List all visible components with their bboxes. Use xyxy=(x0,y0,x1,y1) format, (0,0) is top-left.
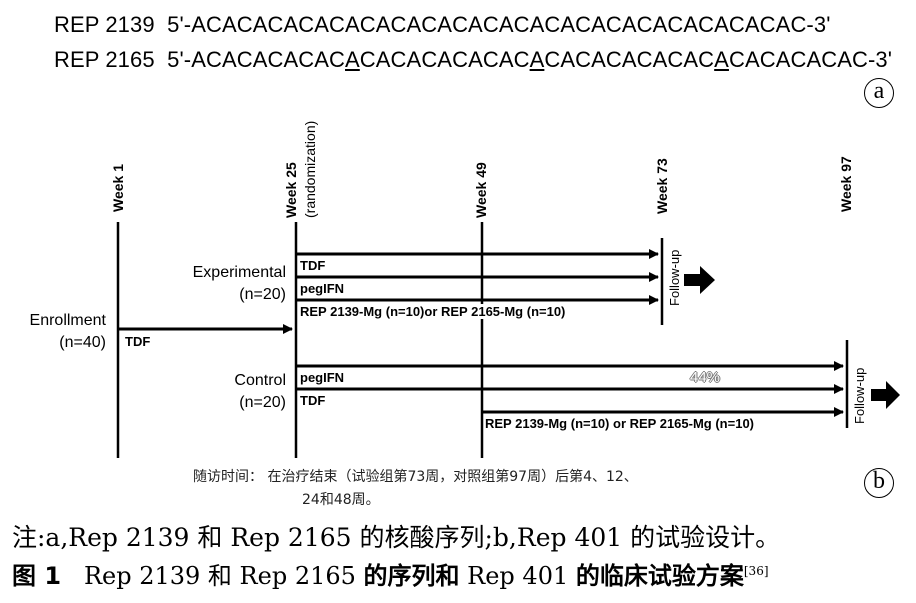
exp-followup-arrow xyxy=(684,266,715,294)
week1-label: Week 1 xyxy=(110,164,126,212)
week25-label: Week 25 xyxy=(283,162,299,218)
week73-label: Week 73 xyxy=(654,158,670,214)
ctl-rep-label: REP 2139-Mg (n=10) or REP 2165-Mg (n=10) xyxy=(484,416,756,431)
ctl-followup-arrow xyxy=(871,381,900,409)
sequence-rep2165: REP 2165 5'-ACACACACACACACACACACACACACAC… xyxy=(54,47,892,73)
experimental-group-label: Experimental(n=20) xyxy=(192,264,286,303)
followup-note-line2: 24和48周。 xyxy=(302,492,380,508)
followup-note-line1: 随访时间： 在治疗结束（试验组第73周，对照组第97周）后第4、12、 xyxy=(193,469,638,485)
ctl-pegifn-label: pegIFN xyxy=(299,370,346,385)
sequence-text: 5'-ACACACACACACACACACACACACACACACACACACA… xyxy=(167,47,893,72)
exp-pegifn-label: pegIFN xyxy=(299,281,346,296)
reference-marker: [36] xyxy=(743,564,769,578)
figure-note: 注:a,Rep 2139 和 Rep 2165 的核酸序列;b,Rep 401 … xyxy=(12,523,781,552)
ctl-followup-label: Follow-up xyxy=(852,367,867,424)
enrollment-tdf-label: TDF xyxy=(124,334,152,349)
week49-label: Week 49 xyxy=(473,162,489,218)
sequence-rep2139: REP 2139 5'-ACACACACACACACACACACACACACAC… xyxy=(54,12,831,38)
sequence-name: REP 2139 xyxy=(54,12,155,37)
figure-label: 图 1 xyxy=(12,562,62,590)
panel-label-b: b xyxy=(864,468,894,498)
week25-sublabel: (randomization) xyxy=(302,120,318,218)
sequence-text: 5'-ACACACACACACACACACACACACACACACACACACA… xyxy=(167,12,831,37)
panel-label-a: a xyxy=(864,78,894,108)
exp-rep-label: REP 2139-Mg (n=10)or REP 2165-Mg (n=10) xyxy=(299,304,567,319)
week97-label: Week 97 xyxy=(838,156,854,212)
exp-tdf-label: TDF xyxy=(299,258,327,273)
overlay-percent: 44% xyxy=(690,369,721,386)
exp-followup-label: Follow-up xyxy=(667,249,682,306)
ctl-tdf-label: TDF xyxy=(299,393,327,408)
figure-caption: 图 1 Rep 2139 和 Rep 2165 的序列和 Rep 401 的临床… xyxy=(12,562,769,590)
sequence-name: REP 2165 xyxy=(54,47,155,72)
enrollment-group-label: Enrollment(n=40) xyxy=(29,312,106,351)
control-group-label: Control(n=20) xyxy=(234,372,286,411)
